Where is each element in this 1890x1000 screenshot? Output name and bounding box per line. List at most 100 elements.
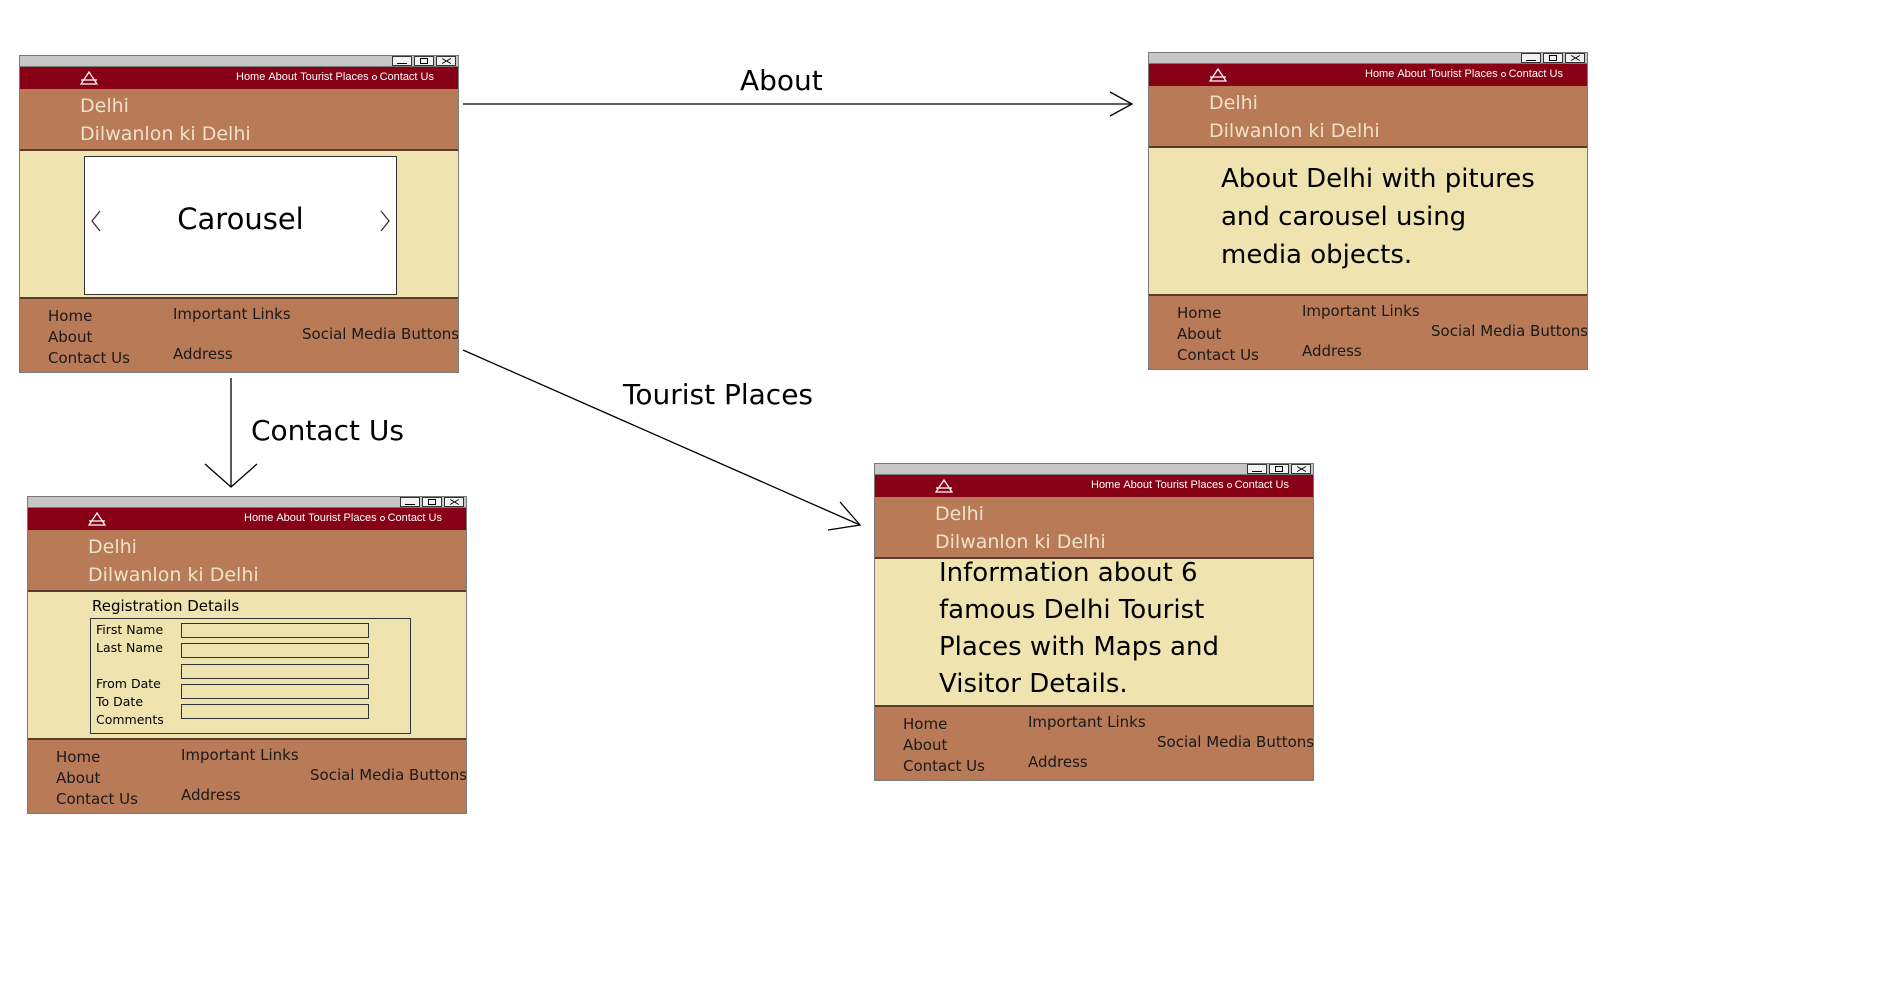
contact-us-arrowhead — [204, 463, 258, 488]
page-footer: Home About Contact Us Important Links Ad… — [875, 707, 1313, 780]
registration-title: Registration Details — [92, 597, 240, 615]
chevron-left-icon[interactable] — [89, 209, 103, 233]
nav-tourist-places-link[interactable]: Tourist Places — [1429, 68, 1498, 80]
window-titlebar — [28, 497, 466, 508]
maximize-icon[interactable] — [422, 497, 442, 507]
carousel[interactable]: Carousel — [84, 156, 397, 295]
brand-header: Delhi Dilwanlon ki Delhi — [875, 497, 1313, 559]
tourist-places-arrowhead — [827, 501, 862, 531]
minimize-icon[interactable] — [1247, 464, 1267, 474]
about-arrowhead — [1109, 91, 1134, 117]
brand-header: Delhi Dilwanlon ki Delhi — [20, 89, 458, 151]
nav-contact-link[interactable]: Contact Us — [1234, 479, 1289, 491]
from-date-input[interactable] — [181, 684, 369, 699]
footer-address: Address — [1302, 342, 1362, 360]
brand-subtitle: Dilwanlon ki Delhi — [1209, 120, 1380, 142]
home-content: Carousel — [20, 151, 458, 299]
first-name-label: First Name — [96, 622, 164, 637]
about-description: About Delhi with pitures and carousel us… — [1221, 164, 1535, 270]
footer-home-link[interactable]: Home — [903, 715, 948, 733]
home-roof-icon[interactable] — [88, 511, 106, 527]
footer-important-links: Important Links — [181, 746, 299, 764]
chevron-right-icon[interactable] — [378, 209, 392, 233]
brand-title: Delhi — [935, 503, 984, 525]
brand-title: Delhi — [1209, 92, 1258, 114]
minimize-icon[interactable] — [392, 56, 412, 66]
home-roof-icon[interactable] — [80, 70, 98, 86]
nav-contact-link[interactable]: Contact Us — [379, 71, 434, 83]
footer-contact-link[interactable]: Contact Us — [903, 757, 985, 775]
brand-subtitle: Dilwanlon ki Delhi — [80, 123, 251, 145]
maximize-icon[interactable] — [1269, 464, 1289, 474]
nav-contact-link[interactable]: Contact Us — [1508, 68, 1563, 80]
page-footer: Home About Contact Us Important Links Ad… — [28, 740, 466, 813]
nav-about-link[interactable]: About — [1123, 479, 1153, 491]
footer-social-media-buttons[interactable]: Social Media Buttons — [1157, 733, 1314, 751]
nav-bar: Home About Tourist Places Contact Us — [1149, 64, 1587, 86]
nav-about-link[interactable]: About — [1397, 68, 1427, 80]
nav-bar: Home About Tourist Places Contact Us — [875, 475, 1313, 497]
maximize-icon[interactable] — [414, 56, 434, 66]
footer-contact-link[interactable]: Contact Us — [1177, 346, 1259, 364]
maximize-icon[interactable] — [1543, 53, 1563, 63]
footer-home-link[interactable]: Home — [1177, 304, 1222, 322]
nav-tourist-places-link[interactable]: Tourist Places — [1155, 479, 1224, 491]
minimize-icon[interactable] — [400, 497, 420, 507]
about-content: About Delhi with pitures and carousel us… — [1149, 148, 1587, 296]
tourist-places-description: Information about 6 famous Delhi Tourist… — [939, 558, 1219, 699]
nav-separator-dot — [1500, 72, 1506, 77]
footer-address: Address — [173, 345, 233, 363]
nav-home-link[interactable]: Home — [236, 71, 266, 83]
footer-home-link[interactable]: Home — [48, 307, 93, 325]
window-titlebar — [1149, 53, 1587, 64]
nav-home-link[interactable]: Home — [244, 512, 274, 524]
to-date-input[interactable] — [181, 704, 369, 719]
nav-bar: Home About Tourist Places Contact Us — [28, 508, 466, 530]
footer-about-link[interactable]: About — [903, 736, 948, 754]
nav-separator-dot — [379, 516, 385, 521]
home-roof-icon[interactable] — [935, 478, 953, 494]
footer-social-media-buttons[interactable]: Social Media Buttons — [310, 766, 467, 784]
minimize-icon[interactable] — [1521, 53, 1541, 63]
footer-contact-link[interactable]: Contact Us — [48, 349, 130, 367]
footer-social-media-buttons[interactable]: Social Media Buttons — [302, 325, 459, 343]
nav-about-link[interactable]: About — [268, 71, 298, 83]
tourist-places-flow-label: Tourist Places — [623, 378, 814, 411]
close-icon[interactable] — [436, 56, 456, 66]
brand-subtitle: Dilwanlon ki Delhi — [935, 531, 1106, 553]
footer-about-link[interactable]: About — [1177, 325, 1222, 343]
brand-title: Delhi — [88, 536, 137, 558]
close-icon[interactable] — [1565, 53, 1585, 63]
close-icon[interactable] — [444, 497, 464, 507]
last-name-label: Last Name — [96, 640, 163, 655]
nav-separator-dot — [1226, 483, 1232, 488]
nav-tourist-places-link[interactable]: Tourist Places — [300, 71, 369, 83]
contact-content: Registration Details First Name Last Nam… — [28, 592, 466, 740]
nav-home-link[interactable]: Home — [1365, 68, 1395, 80]
home-roof-icon[interactable] — [1209, 67, 1227, 83]
footer-contact-link[interactable]: Contact Us — [56, 790, 138, 808]
tourist-places-content: Information about 6 famous Delhi Tourist… — [875, 558, 1313, 707]
page-footer: Home About Contact Us Important Links Ad… — [20, 299, 458, 372]
first-name-input[interactable] — [181, 623, 369, 638]
last-name-input[interactable] — [181, 643, 369, 658]
footer-about-link[interactable]: About — [48, 328, 93, 346]
footer-social-media-buttons[interactable]: Social Media Buttons — [1431, 322, 1588, 340]
extra-input[interactable] — [181, 664, 369, 679]
about-flow-label: About — [740, 64, 823, 97]
nav-contact-link[interactable]: Contact Us — [387, 512, 442, 524]
close-icon[interactable] — [1291, 464, 1311, 474]
from-date-label: From Date — [96, 676, 161, 691]
nav-about-link[interactable]: About — [276, 512, 306, 524]
window-titlebar — [20, 56, 458, 67]
nav-home-link[interactable]: Home — [1091, 479, 1121, 491]
carousel-label: Carousel — [177, 202, 304, 236]
footer-important-links: Important Links — [1302, 302, 1420, 320]
nav-tourist-places-link[interactable]: Tourist Places — [308, 512, 377, 524]
footer-important-links: Important Links — [173, 305, 291, 323]
footer-about-link[interactable]: About — [56, 769, 101, 787]
footer-home-link[interactable]: Home — [56, 748, 101, 766]
